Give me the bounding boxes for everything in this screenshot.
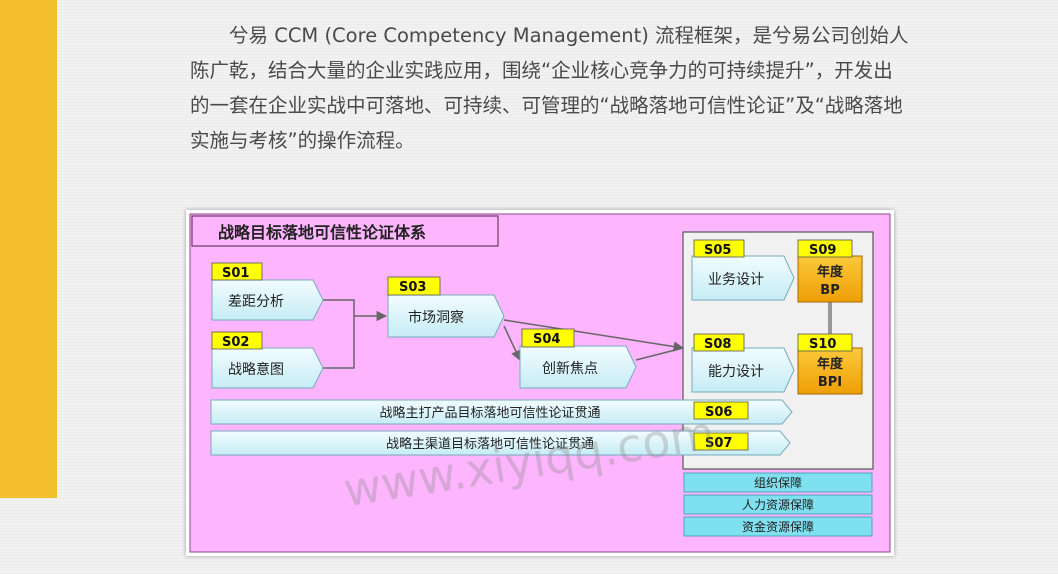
step-s05-code: S05 [704, 243, 731, 258]
connector-s03-s04 [503, 325, 521, 361]
step-s07-code: S07 [705, 436, 732, 451]
step-s04-box [519, 345, 637, 389]
step-s01-code: S01 [222, 266, 249, 281]
support-label-capital: 资金资源保障 [742, 519, 814, 534]
step-s05-label: 业务设计 [708, 272, 764, 288]
step-s08-label: 能力设计 [708, 364, 764, 380]
step-s06-box [210, 399, 793, 425]
step-s07-box [210, 430, 791, 456]
step-s10-code: S10 [809, 337, 836, 352]
step-s09-label-line2: BP [820, 283, 839, 298]
step-s04-label: 创新焦点 [542, 361, 598, 377]
step-s02-label: 战略意图 [228, 361, 284, 378]
step-s02-tag [211, 331, 263, 350]
step-s09-label-line1: 年度 [817, 264, 844, 280]
connector-s03-panel [503, 319, 685, 352]
support-bar-hr [683, 494, 873, 515]
step-s02-code: S02 [222, 335, 249, 350]
step-s06-code: S06 [705, 405, 732, 420]
step-s09-box [797, 255, 863, 303]
support-label-organization: 组织保障 [754, 475, 802, 490]
step-s06-label: 战略主打产品目标落地可信性论证贯通 [379, 405, 600, 421]
support-bar-organization [683, 472, 873, 493]
step-s10-tag [797, 333, 853, 352]
step-s04-code: S04 [533, 332, 560, 347]
step-s09-tag [797, 239, 853, 258]
step-s03-label: 市场洞察 [408, 309, 464, 326]
step-s07-tag [693, 432, 749, 451]
support-label-hr: 人力资源保障 [742, 497, 814, 512]
step-s04-tag [521, 328, 575, 348]
step-s02-box [211, 347, 324, 389]
framework-diagram-svg: 战略目标落地可信性论证体系 差距分析 S01 战略意图 S02 市场洞察 S03… [189, 213, 891, 553]
step-s08-box [691, 347, 795, 393]
step-s10-label-line2: BPI [818, 375, 842, 390]
accent-sidebar [0, 0, 57, 498]
step-s09-code: S09 [809, 243, 836, 258]
step-s01-box [211, 279, 324, 321]
diagram-title: 战略目标落地可信性论证体系 [218, 223, 426, 242]
step-s08-tag [693, 333, 745, 352]
step-s05-box [691, 255, 795, 301]
diagram-title-box [191, 215, 499, 247]
step-s03-tag [387, 276, 441, 296]
step-s03-code: S03 [399, 280, 426, 295]
step-s08-code: S08 [704, 337, 731, 352]
step-s07-label: 战略主渠道目标落地可信性论证贯通 [386, 436, 594, 452]
connector-s04-panel [635, 347, 684, 361]
step-s03-box [387, 294, 505, 338]
framework-diagram: 战略目标落地可信性论证体系 差距分析 S01 战略意图 S02 市场洞察 S03… [186, 210, 894, 556]
step-s10-label-line1: 年度 [817, 356, 844, 372]
step-s06-tag [693, 401, 749, 420]
step-s01-tag [211, 262, 263, 281]
step-s05-tag [693, 239, 745, 258]
intro-paragraph: 兮易 CCM (Core Competency Management) 流程框架… [190, 24, 909, 152]
support-bar-capital [683, 516, 873, 537]
step-s01-label: 差距分析 [228, 294, 284, 310]
connector-s01-s02-s03 [323, 299, 386, 369]
